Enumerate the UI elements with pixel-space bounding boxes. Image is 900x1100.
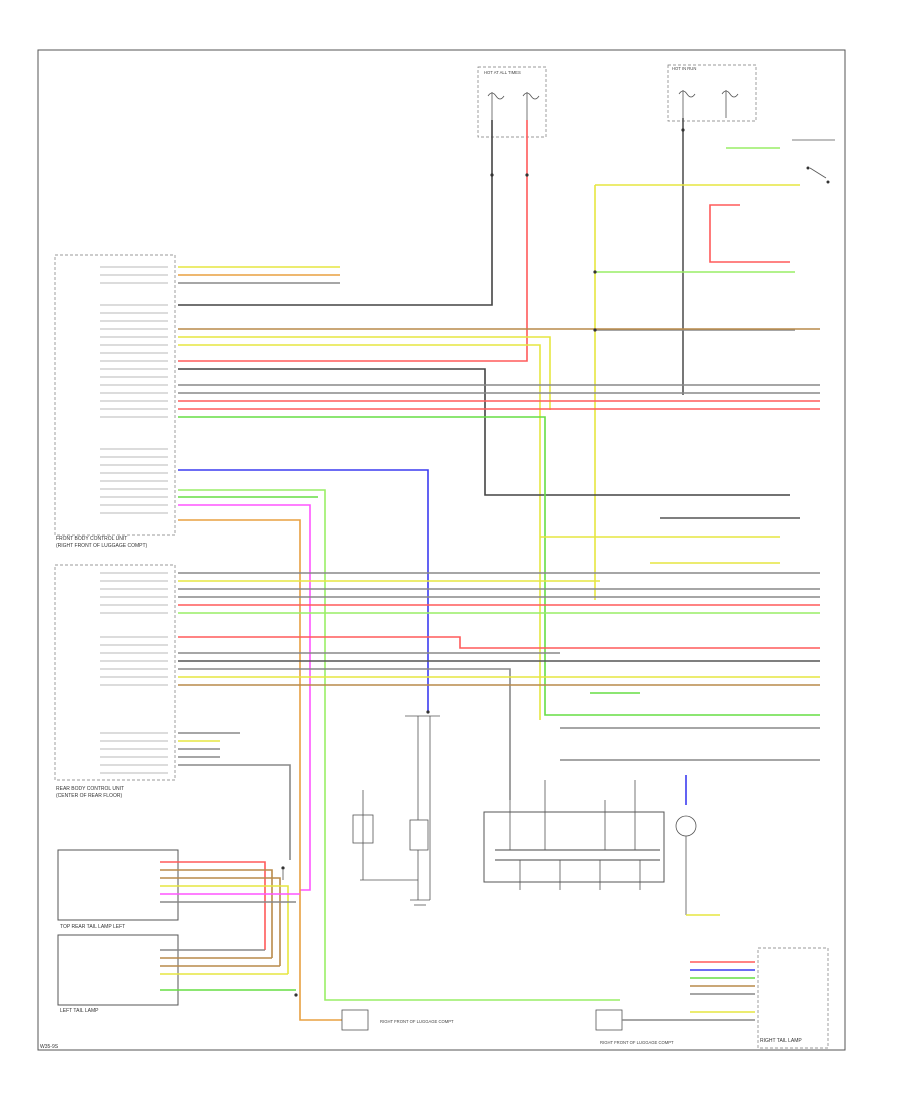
relay-center [352,715,440,906]
wire-f5 [178,336,551,410]
wire-bl-4 [160,885,289,974]
wire-r7 [178,636,820,649]
wire-r19 [178,764,291,860]
fuse-box-label-run: HOT IN RUN [672,66,696,71]
wire-f12 [178,416,820,716]
page-reference: W35-9S [40,1044,59,1050]
wire-f7 [178,368,790,496]
bottom-lamp-label: LEFT TAIL LAMP [60,1008,99,1014]
fuse-box-hot-at-all-times: HOT AT ALL TIMES [477,66,547,138]
wire-bl-2 [160,869,273,958]
tail-lamp-module-top [57,849,179,921]
diagram-frame [37,49,846,1051]
rear-body-control-unit [54,564,176,781]
front-module-label: FRONT BODY CONTROL UNIT [56,536,127,542]
fuse-box-hot-in-run: HOT IN RUN [667,64,757,122]
wire-r10 [178,668,511,800]
rear-module-pin-rows [100,572,168,774]
rear-module-label: REAR BODY CONTROL UNIT [56,786,124,792]
rear-module-label-2: (CENTER OF REAR FLOOR) [56,793,122,799]
front-module-label-2: (RIGHT FRONT OF LUGGAGE COMPT) [56,543,148,549]
switch-top-right [792,139,835,184]
right-tail-label: RIGHT TAIL LAMP [760,1038,802,1044]
fuse-box-label: HOT AT ALL TIMES [484,70,521,75]
wire-bl-3 [160,877,281,966]
lamp-drops [509,780,641,890]
front-module-pin-rows [100,266,168,514]
wire-red-switch [709,204,790,263]
ground-connector-2: RIGHT FRONT OF LUGGAGE COMPT [595,1009,674,1045]
wire-blue [178,469,429,712]
ground-1-label: RIGHT FRONT OF LUGGAGE COMPT [380,1019,454,1024]
tail-lamp-module-bottom [57,934,179,1006]
right-tail-lamp-connector [757,947,829,1049]
top-lamp-label: TOP REAR TAIL LAMP LEFT [60,924,125,930]
ground-connector-1: RIGHT FRONT OF LUGGAGE COMPT [341,1009,454,1031]
wire-orange-long [178,519,342,1021]
wire-f6 [178,344,541,720]
ground-2-label: RIGHT FRONT OF LUGGAGE COMPT [600,1040,674,1045]
wire-power-feed-black [178,120,493,306]
wire-green-long [178,489,620,1001]
front-body-control-unit [54,254,176,536]
junction-dots [281,128,685,997]
wire-bl-1 [160,861,266,950]
lamp-bulb [675,815,697,837]
wire-power-feed-red [178,120,528,362]
wire-magenta [178,504,311,891]
rear-lamp-assembly [483,811,665,883]
